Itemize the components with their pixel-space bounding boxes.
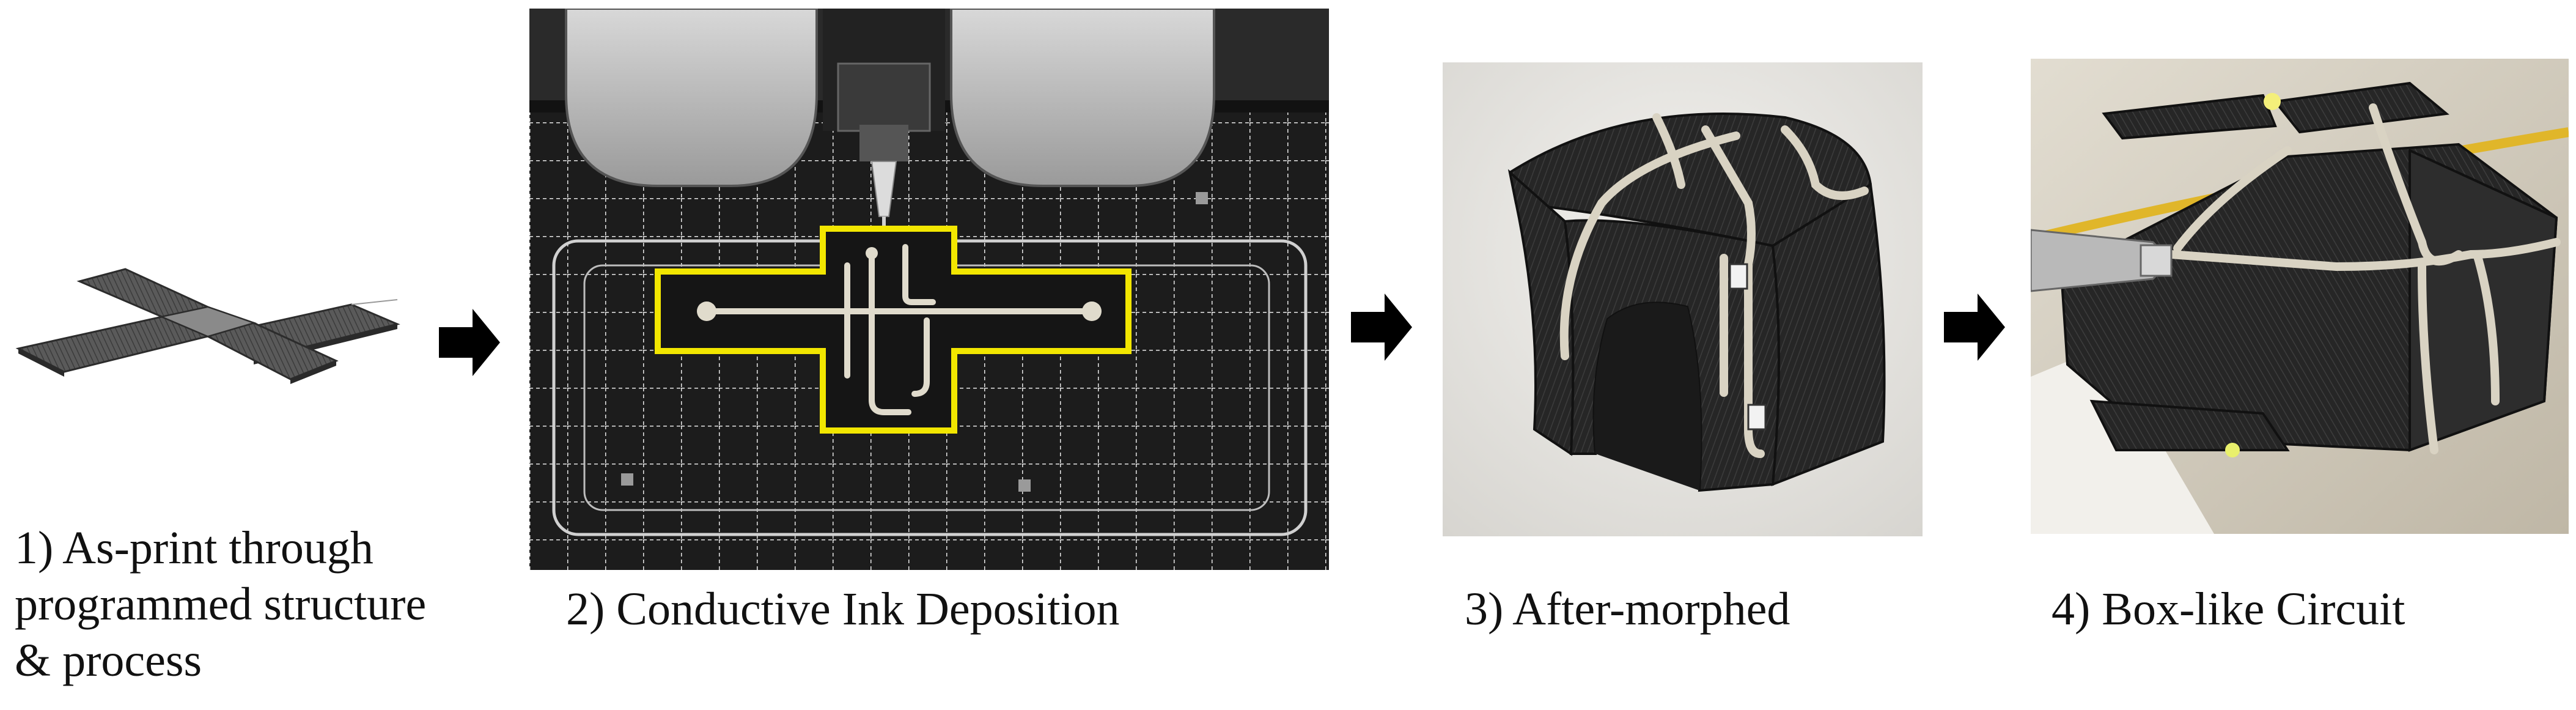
flat-cross-print-image <box>6 257 410 410</box>
box-circuit-graphic <box>2031 59 2569 534</box>
step-4-caption: 4) Box-like Circuit <box>2052 583 2405 635</box>
right-arrow-icon <box>439 309 500 376</box>
ink-deposition-graphic <box>529 9 1329 570</box>
box-circuit-photo <box>2031 59 2569 534</box>
right-arrow-icon <box>1944 294 2005 361</box>
ink-deposition-printer-photo <box>529 9 1329 570</box>
morphed-arch-photo <box>1443 62 1923 536</box>
right-arrow-icon <box>1351 294 1412 361</box>
flat-cross-print-graphic <box>15 268 400 384</box>
step-1-caption: 1) As-print through programmed structure… <box>15 522 427 686</box>
morphed-arch-graphic <box>1443 62 1923 536</box>
step-3-caption: 3) After-morphed <box>1465 583 1790 635</box>
step-2-caption: 2) Conductive Ink Deposition <box>566 583 1120 635</box>
